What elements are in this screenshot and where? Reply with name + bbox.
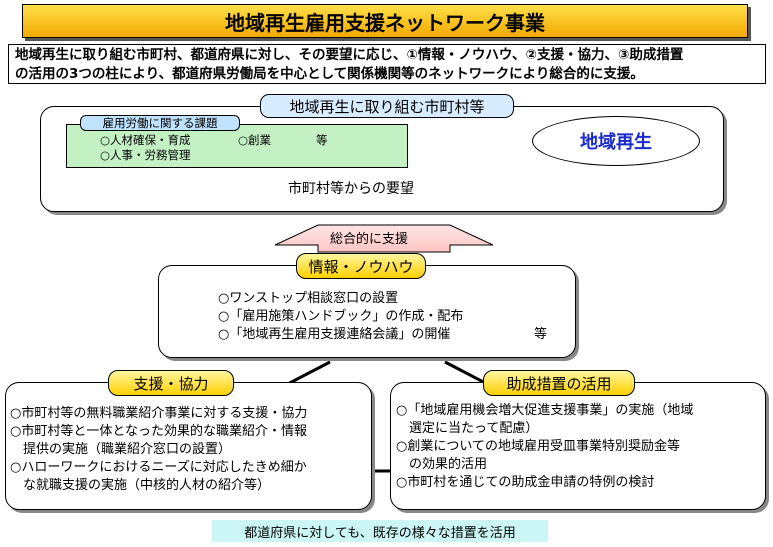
- goal-region: 地域再生: [532, 116, 700, 166]
- subsidy-line-3: ○創業についての地域雇用受皿事業特別奨励金等: [396, 439, 680, 454]
- intro-text: 地域再生に取り組む市町村、都道府県に対し、その要望に応じ、①情報・ノウハウ、②支…: [8, 44, 766, 84]
- subsidy-line-4: の効果的活用: [396, 457, 488, 472]
- issues-title: 雇用労働に関する課題: [80, 115, 240, 131]
- subsidy-box: [390, 382, 766, 510]
- issue-startup: ○創業: [238, 133, 272, 147]
- subsidy-title: 助成措置の活用: [483, 370, 635, 396]
- issue-talent: ○人材確保・育成: [100, 133, 191, 147]
- subsidy-line-1: ○「地域雇用機会増大促進支援事業」の実施（地域: [396, 403, 694, 418]
- footer-note: 都道府県に対しても、既存の様々な措置を活用: [212, 520, 548, 542]
- info-item-3: ○「地域再生雇用支援連絡会議」の開催: [218, 327, 451, 342]
- intro-line-2: の活用の3つの柱により、都道府県労働局を中心として関係機関等のネットワークにより…: [15, 66, 644, 82]
- cooperation-line-4: ○ハローワークにおけるニーズに対応したきめ細か: [10, 460, 307, 475]
- info-item-1: ○ワンストップ相談窓口の設置: [218, 291, 399, 306]
- issue-etc: 等: [316, 133, 328, 147]
- issues-panel: [66, 124, 408, 168]
- subsidy-line-5: ○市町村を通じての助成金申請の特例の検討: [396, 475, 655, 490]
- cooperation-line-2: ○市町村等と一体となった効果的な職業紹介・情報: [10, 424, 307, 439]
- intro-line-1: 地域再生に取り組む市町村、都道府県に対し、その要望に応じ、①情報・ノウハウ、②支…: [15, 47, 684, 63]
- cooperation-list: ○市町村等の無料職業紹介事業に対する支援・協力 ○市町村等と一体となった効果的な…: [10, 405, 307, 495]
- page-title: 地域再生雇用支援ネットワーク事業: [22, 4, 748, 38]
- cooperation-title: 支援・協力: [108, 370, 234, 396]
- support-arrow: [274, 224, 494, 253]
- cooperation-line-1: ○市町村等の無料職業紹介事業に対する支援・協力: [10, 406, 308, 421]
- cooperation-box: [5, 382, 372, 510]
- info-etc: 等: [534, 327, 548, 342]
- info-title: 情報・ノウハウ: [296, 253, 426, 279]
- cooperation-line-5: な就職支援の実施（中核的人材の紹介等）: [10, 478, 271, 493]
- subsidy-line-2: 選定に当たって配慮）: [396, 421, 539, 436]
- support-label: 総合的に支援: [330, 232, 409, 247]
- subsidy-list: ○「地域雇用機会増大促進支援事業」の実施（地域 選定に当たって配慮） ○創業につ…: [396, 402, 693, 492]
- info-box: [158, 265, 576, 358]
- municipality-header: 地域再生に取り組む市町村等: [260, 94, 514, 118]
- info-item-2: ○「雇用施策ハンドブック」の作成・配布: [218, 309, 464, 324]
- cooperation-line-3: 提供の実施（職業紹介窓口の設置）: [10, 442, 232, 457]
- request-label: 市町村等からの要望: [288, 181, 414, 197]
- issue-hr: ○人事・労務管理: [100, 148, 191, 162]
